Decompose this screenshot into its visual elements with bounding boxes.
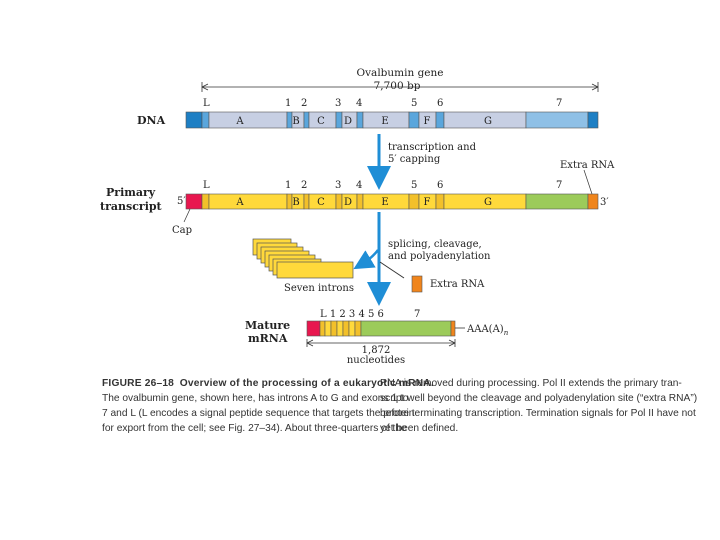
svg-text:A: A <box>235 197 244 208</box>
figure-caption-right: RNA is removed during processing. Pol II… <box>380 376 710 436</box>
svg-text:C: C <box>317 197 325 208</box>
svg-text:7: 7 <box>556 180 562 191</box>
caption-left-line: The ovalbumin gene, shown here, has intr… <box>102 393 409 404</box>
cap-label: Cap <box>172 225 192 236</box>
svg-text:D: D <box>344 116 352 127</box>
seven-introns-label: Seven introns <box>284 283 354 294</box>
mature-row-label-line1: Mature <box>245 319 290 332</box>
dna-bar <box>185 111 599 129</box>
svg-text:4: 4 <box>356 180 362 191</box>
cap-pointer <box>183 208 191 223</box>
svg-text:E: E <box>381 116 388 127</box>
figure-label: FIGURE 26–18 <box>102 378 175 389</box>
svg-text:L: L <box>203 98 210 109</box>
svg-text:2: 2 <box>301 180 307 191</box>
caption-right-line: yet been defined. <box>380 423 459 434</box>
svg-text:L: L <box>203 180 210 191</box>
svg-text:G: G <box>484 116 492 127</box>
primary-row-label-line2: transcript <box>100 200 163 213</box>
svg-text:5: 5 <box>411 180 417 191</box>
caption-left-line: 7 and L (L encodes a signal peptide sequ… <box>102 408 415 419</box>
mature-length-unit: nucleotides <box>347 355 405 366</box>
transcription-label-line2: 5′ capping <box>388 154 441 165</box>
mature-row-label-line2: mRNA <box>248 332 288 345</box>
introns-branch-arrow <box>353 249 379 270</box>
five-prime-label: 5′ <box>177 196 186 207</box>
gene-title: Ovalbumin gene <box>357 67 444 79</box>
three-prime-label: 3′ <box>600 197 609 208</box>
figure-title: Overview of the processing of a eukaryot… <box>179 378 434 389</box>
extra-rna-label-bottom: Extra RNA <box>430 279 485 290</box>
svg-text:6: 6 <box>437 180 443 191</box>
gene-size: 7,700 bp <box>374 80 421 92</box>
mature-exon-7: 7 <box>414 309 420 320</box>
svg-text:3: 3 <box>335 180 341 191</box>
dna-intron-labels: A B C D E F G <box>235 116 492 127</box>
seven-introns-stack <box>252 238 354 279</box>
caption-right-line: script well beyond the cleavage and poly… <box>380 393 698 404</box>
mature-length-value: 1,872 <box>362 345 391 356</box>
svg-text:4: 4 <box>356 98 362 109</box>
figure-caption-left: FIGURE 26–18 Overview of the processing … <box>102 376 442 436</box>
svg-text:E: E <box>381 197 388 208</box>
svg-text:1: 1 <box>285 180 291 191</box>
extra-rna-label-top: Extra RNA <box>560 160 615 171</box>
caption-right-line: before terminating transcription. Termin… <box>380 408 696 419</box>
svg-text:6: 6 <box>437 98 443 109</box>
mature-exon-numbers: L 1 2 3 4 5 6 <box>320 309 384 320</box>
splicing-label-line2: and polyadenylation <box>388 251 491 262</box>
mature-length-bracket <box>306 339 456 347</box>
svg-text:3: 3 <box>335 98 341 109</box>
svg-text:B: B <box>292 197 299 208</box>
extra-rna-pointer <box>583 169 593 195</box>
primary-markers: L 1 2 3 4 5 6 7 <box>203 180 562 191</box>
svg-text:5: 5 <box>411 98 417 109</box>
primary-transcript-bar <box>185 193 599 210</box>
svg-text:G: G <box>484 197 492 208</box>
polya-tail-label: AAA(A)n <box>466 324 509 337</box>
svg-text:B: B <box>292 116 299 127</box>
gene-length-bracket <box>201 82 599 92</box>
caption-right-line: RNA is removed during processing. Pol II… <box>380 378 682 389</box>
svg-text:1: 1 <box>285 98 291 109</box>
primary-intron-labels: A B C D E F G <box>235 197 492 208</box>
extra-rna-branch-arrow <box>379 261 405 279</box>
svg-text:F: F <box>424 197 431 208</box>
caption-title-line: FIGURE 26–18 Overview of the processing … <box>102 376 442 391</box>
svg-text:A: A <box>235 116 244 127</box>
svg-text:2: 2 <box>301 98 307 109</box>
dna-row-label: DNA <box>137 114 166 127</box>
extra-rna-fragment <box>411 275 423 293</box>
svg-text:C: C <box>317 116 325 127</box>
mature-mrna-bar <box>306 320 456 337</box>
dna-markers: L 1 2 3 4 5 6 7 <box>203 98 562 109</box>
transcription-label-line1: transcription and <box>388 142 477 153</box>
primary-row-label-line1: Primary <box>106 186 156 199</box>
caption-left-line: for export from the cell; see Fig. 27–34… <box>102 423 407 434</box>
svg-text:7: 7 <box>556 98 562 109</box>
svg-text:F: F <box>424 116 431 127</box>
splicing-label-line1: splicing, cleavage, <box>388 239 482 250</box>
svg-text:D: D <box>344 197 352 208</box>
